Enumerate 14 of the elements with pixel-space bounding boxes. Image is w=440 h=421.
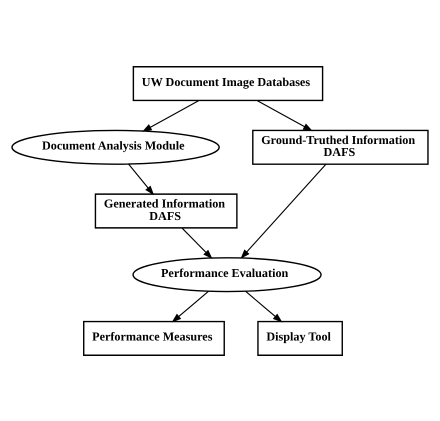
arrow	[142, 100, 200, 132]
node-box: Display Tool	[257, 320, 343, 356]
arrow	[172, 290, 209, 322]
node-ellipse: Document Analysis Module	[11, 129, 220, 164]
arrow	[245, 290, 282, 322]
arrow	[128, 163, 154, 195]
node-box: Performance Measures	[83, 320, 225, 356]
arrow	[182, 227, 213, 259]
node-ellipse: Performance Evaluation	[132, 256, 322, 292]
arrow	[240, 164, 326, 258]
node-box: Ground-Truthed Information DAFS	[252, 129, 429, 164]
arrow	[256, 100, 313, 131]
node-box: Generated Information DAFS	[94, 192, 238, 228]
node-box: UW Document Image Databases	[132, 66, 324, 101]
